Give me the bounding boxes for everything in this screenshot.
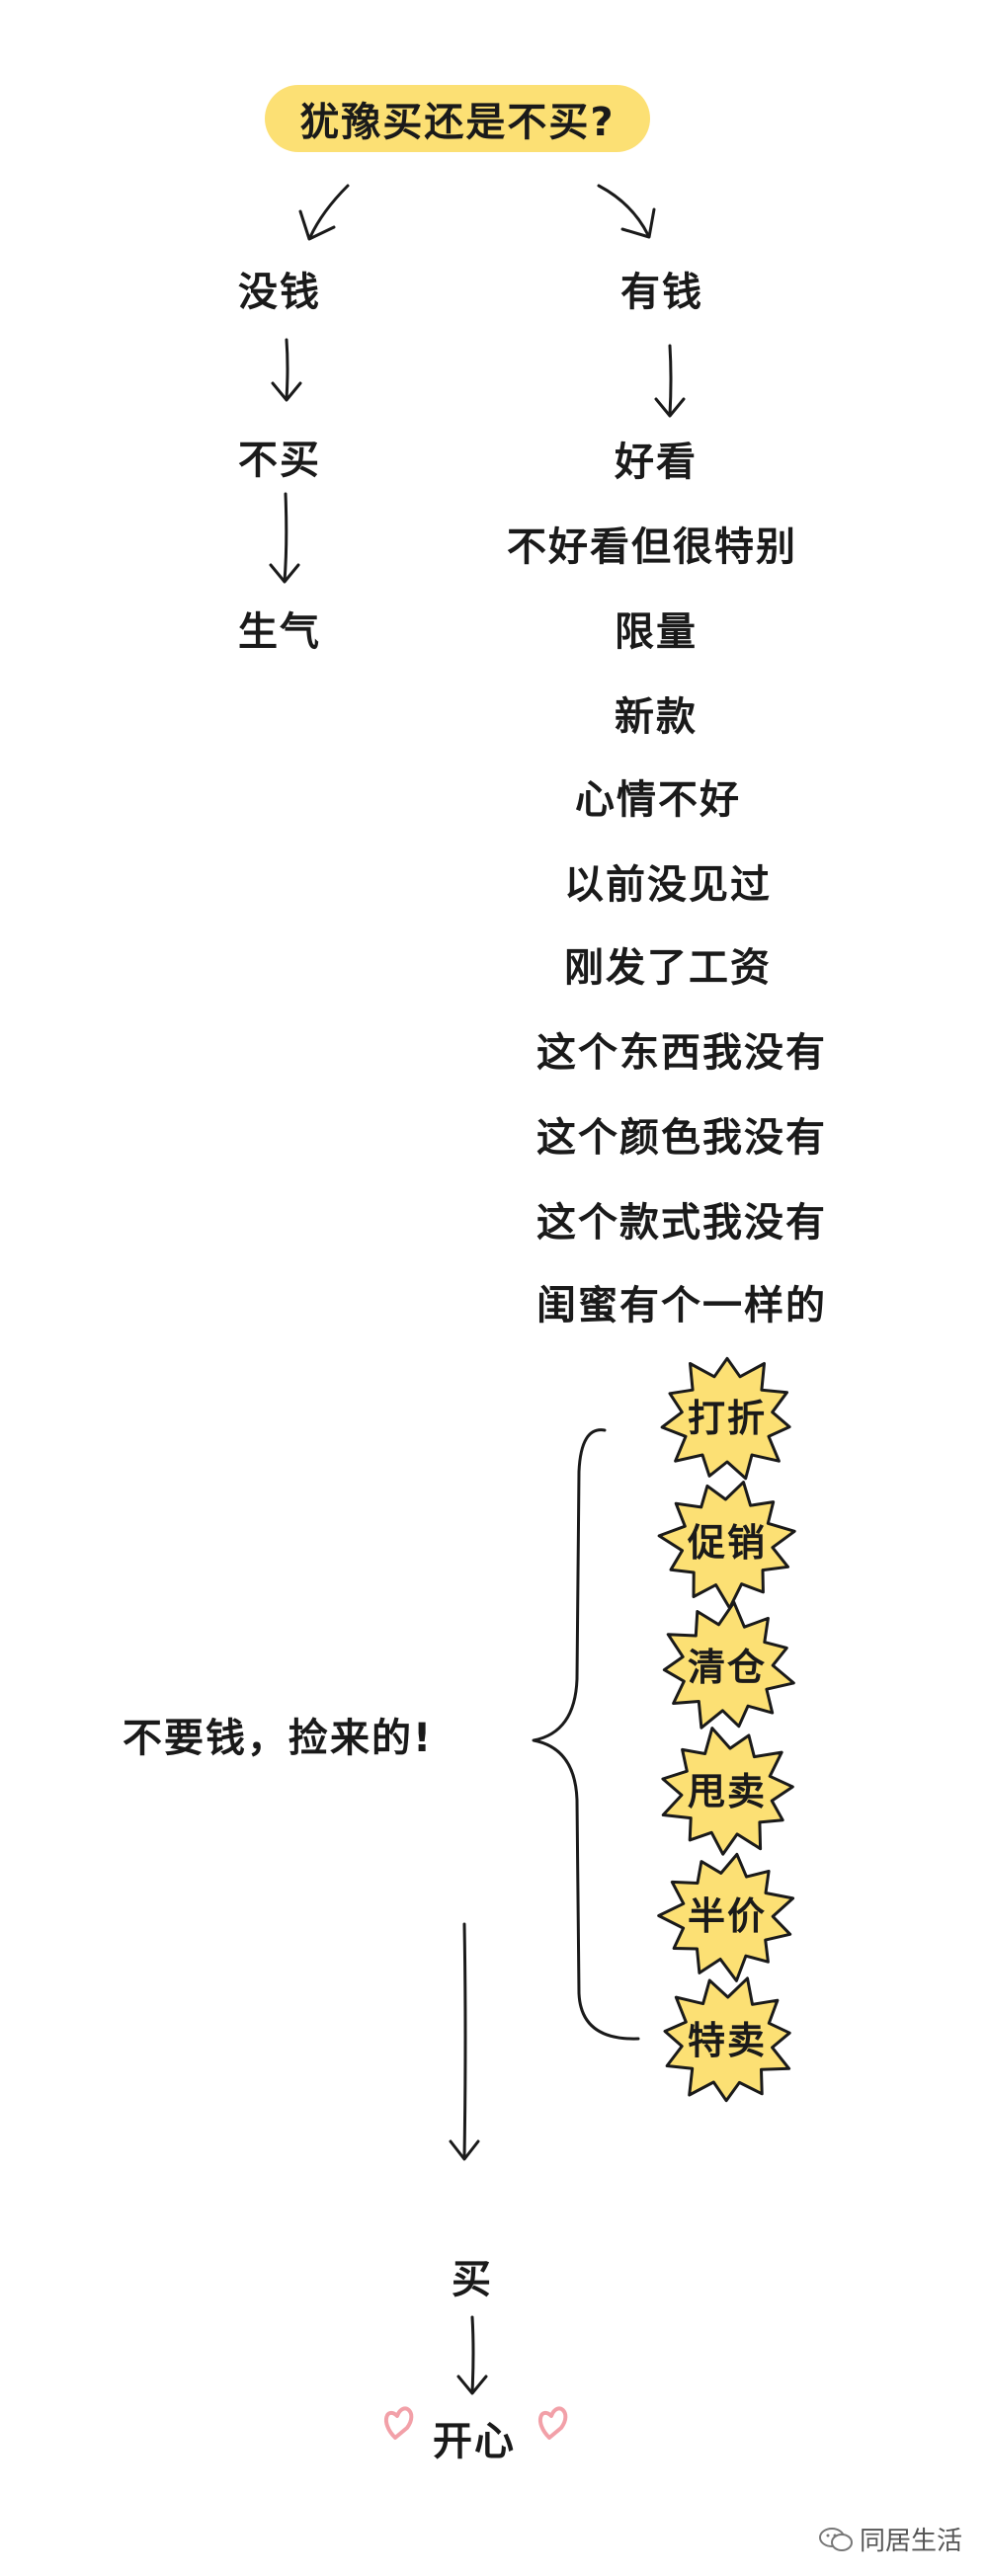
watermark: 同居生活 xyxy=(818,2521,962,2557)
node-no-money: 没钱 xyxy=(238,270,321,315)
stars-group xyxy=(657,1356,796,2103)
starburst xyxy=(657,1481,796,1610)
arrowhead xyxy=(456,2375,488,2395)
arrowhead xyxy=(449,2139,480,2161)
star-label: 甩卖 xyxy=(687,1770,767,1813)
node-reason: 心情不好 xyxy=(575,777,741,823)
arrow-to-happy xyxy=(470,2315,475,2394)
node-reason: 新款 xyxy=(615,694,698,740)
starburst xyxy=(661,1727,794,1856)
node-dont-buy: 不买 xyxy=(238,438,321,483)
node-reason: 这个东西我没有 xyxy=(536,1030,827,1076)
node-happy: 开心 xyxy=(433,2419,516,2464)
watermark-text: 同居生活 xyxy=(860,2527,963,2556)
title-pill: 犹豫买还是不买? xyxy=(265,85,650,152)
node-free: 不要钱，捡来的! xyxy=(123,1716,434,1761)
arrow-right-1 xyxy=(668,344,673,417)
starburst xyxy=(663,1976,791,2103)
arrowhead xyxy=(620,207,656,239)
arrowhead xyxy=(654,397,686,418)
arrowhead xyxy=(298,209,336,241)
star-label: 清仓 xyxy=(687,1646,767,1689)
title-text: 犹豫买还是不买? xyxy=(299,100,616,145)
node-reason: 限量 xyxy=(615,609,698,655)
wechat-icon xyxy=(819,2527,853,2551)
arrow-to-buy xyxy=(462,1922,467,2159)
node-reason: 这个款式我没有 xyxy=(536,1200,827,1246)
star-label: 打折 xyxy=(687,1397,767,1440)
heart-icon xyxy=(383,2406,414,2440)
star-label: 特卖 xyxy=(687,2019,767,2062)
starburst xyxy=(660,1356,791,1481)
node-reason: 好看 xyxy=(615,440,698,485)
node-reason: 刚发了工资 xyxy=(564,945,772,991)
star-label: 半价 xyxy=(687,1894,767,1938)
arrow-to-have-money xyxy=(597,184,650,237)
starburst xyxy=(662,1600,795,1730)
star-label: 促销 xyxy=(687,1521,767,1565)
node-reason: 闺蜜有个一样的 xyxy=(536,1283,827,1328)
curly-brace xyxy=(532,1428,640,2041)
node-buy: 买 xyxy=(452,2257,493,2302)
node-reason: 以前没见过 xyxy=(564,862,772,908)
arrowhead xyxy=(269,563,300,584)
arrowhead xyxy=(271,381,302,402)
node-reason: 这个颜色我没有 xyxy=(536,1115,827,1161)
arrow-to-no-money xyxy=(308,184,350,239)
node-have-money: 有钱 xyxy=(620,270,703,315)
arrow-left-1 xyxy=(285,338,289,401)
arrow-left-2 xyxy=(283,492,288,583)
node-angry: 生气 xyxy=(238,609,321,655)
node-reason: 不好看但很特别 xyxy=(507,524,797,570)
heart-icon xyxy=(537,2406,568,2440)
starburst xyxy=(657,1852,795,1982)
